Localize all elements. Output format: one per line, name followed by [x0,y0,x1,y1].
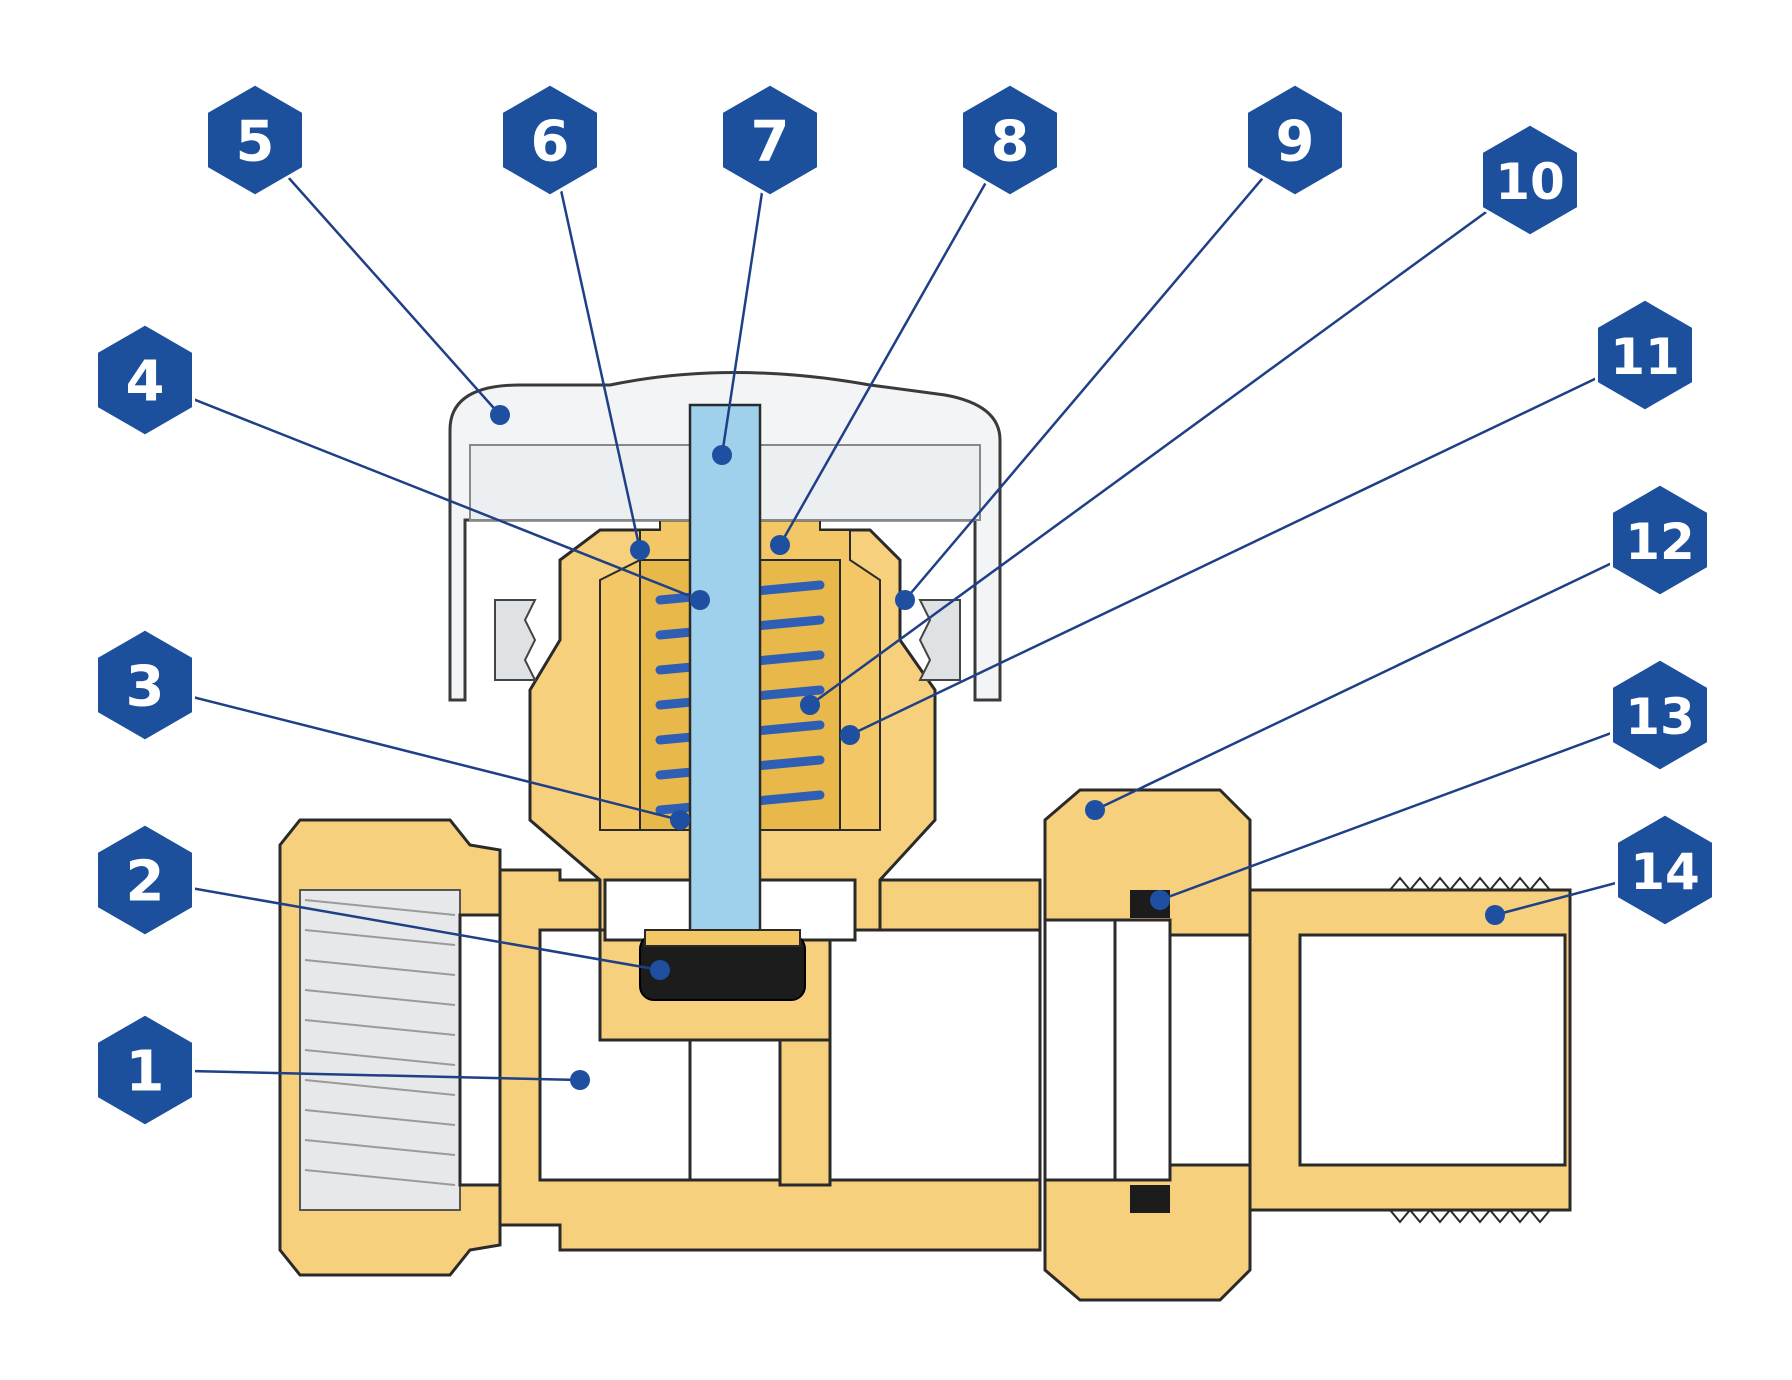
callout-badge-3: 3 [95,627,195,743]
callout-badge-8: 8 [960,82,1060,198]
valve-disc-top [644,929,801,947]
leader-dot-1 [570,1070,590,1090]
leader-line-8 [778,139,1012,546]
leader-line-10 [809,178,1531,707]
hexagon-badge-shape [1610,482,1710,598]
hexagon-badge-shape [205,82,305,198]
hexagon-badge-shape [1480,122,1580,238]
callout-number: 4 [126,350,165,415]
cap-threads [494,599,961,681]
callout-number: 1 [126,1040,165,1105]
tailpiece-bore [1298,933,1567,1167]
callout-badge-7: 7 [720,82,820,198]
callout-leaders [144,139,1666,1090]
leader-dot-12 [1085,800,1105,820]
hexagon-badge-shape [95,822,195,938]
inlet-thread-lines [304,899,456,1186]
leader-line-13 [1159,713,1661,902]
callout-badge-2: 2 [95,822,195,938]
valve-illustration [278,371,1572,1302]
partition-wall [778,1038,832,1187]
callout-number: 2 [126,850,165,915]
callout-number: 10 [1495,153,1565,211]
hexagon-badge-shape [960,82,1060,198]
leader-line-1 [144,1068,581,1082]
hexagon-badge-shape [1595,297,1695,413]
leader-dot-4 [690,590,710,610]
callout-number: 14 [1630,843,1700,901]
hexagon-badge-shape [1615,812,1715,928]
callout-number: 6 [531,110,570,175]
leader-dot-13 [1150,890,1170,910]
leader-dot-8 [770,535,790,555]
leader-dot-9 [895,590,915,610]
callout-badge-10: 10 [1480,122,1580,238]
callout-badge-6: 6 [500,82,600,198]
callout-badge-14: 14 [1615,812,1715,928]
callout-number: 8 [991,110,1030,175]
callout-number: 11 [1610,328,1680,386]
inlet-bore [458,913,507,1187]
leader-dot-11 [840,725,860,745]
hexagon-badge-shape [1610,657,1710,773]
leader-dot-14 [1485,905,1505,925]
seat-bore [688,1038,782,1182]
callout-number: 7 [751,110,790,175]
leader-dot-2 [650,960,670,980]
callout-badge-5: 5 [205,82,305,198]
callout-number: 5 [236,110,275,175]
callout-number: 13 [1625,688,1695,746]
leader-line-6 [548,139,642,551]
tailpiece-threads [1389,876,1551,1224]
callout-badge-1: 1 [95,1012,195,1128]
valve-stem [688,403,762,997]
oring-lower [1130,1185,1170,1213]
leader-line-11 [849,353,1646,737]
leader-line-3 [144,683,681,822]
hexagon-badge-shape [95,322,195,438]
leader-dot-5 [490,405,510,425]
callout-badge-9: 9 [1245,82,1345,198]
hexagon-badge-shape [1245,82,1345,198]
leader-line-12 [1094,538,1661,812]
callout-badge-4: 4 [95,322,195,438]
leader-dot-10 [800,695,820,715]
hexagon-badge-shape [95,1012,195,1128]
leader-line-4 [144,378,701,602]
leader-line-9 [904,139,1296,601]
callout-badge-11: 11 [1595,297,1695,413]
callout-number: 9 [1276,110,1315,175]
leader-line-5 [254,139,501,416]
callout-number: 3 [126,655,165,720]
union-bore [1043,918,1117,1182]
leader-dot-6 [630,540,650,560]
leader-line-2 [144,878,661,972]
leader-dot-7 [712,445,732,465]
union-insert [1113,918,1172,1182]
callout-number: 12 [1625,513,1695,571]
hexagon-badge-shape [95,627,195,743]
leader-dot-3 [670,810,690,830]
callout-badge-13: 13 [1610,657,1710,773]
callout-badge-12: 12 [1610,482,1710,598]
hexagon-badge-shape [720,82,820,198]
hexagon-badge-shape [500,82,600,198]
